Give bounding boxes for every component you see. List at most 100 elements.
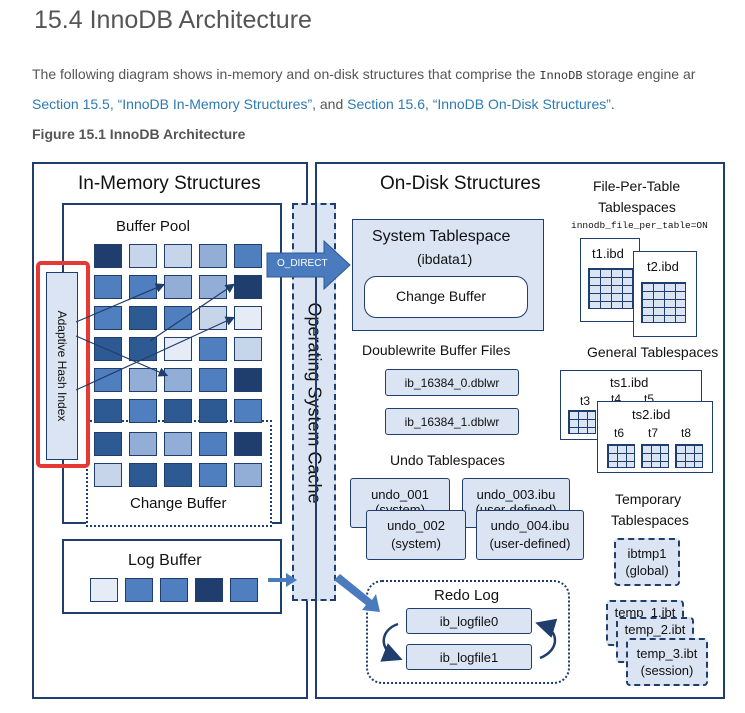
ts2-ibd-label: ts2.ibd [632, 407, 671, 422]
buffer-pool-page [234, 337, 262, 361]
on-disk-title: On-Disk Structures [380, 173, 541, 194]
temp-3-sub: (session) [640, 663, 694, 678]
temp-3-label: temp_3.ibt [636, 646, 698, 661]
buffer-pool-page [94, 432, 122, 456]
buffer-pool-page [199, 337, 227, 361]
buffer-pool-page [94, 306, 122, 330]
hash-pointer-arrow-3 [75, 316, 236, 391]
buffer-pool-page [164, 368, 192, 392]
hash-pointer-arrow-1 [75, 283, 166, 323]
os-cache-to-redo-arrow [334, 574, 380, 612]
file-per-table-title-2: Tablespaces [598, 199, 676, 215]
buffer-pool-page [164, 244, 192, 268]
adaptive-hash-index-highlight [36, 261, 90, 468]
buffer-pool-page [129, 432, 157, 456]
buffer-pool-page [164, 463, 192, 487]
ts1-t3-label: t3 [580, 394, 591, 408]
link-on-disk-structures[interactable]: Section 15.6, “InnoDB On-Disk Structures… [347, 96, 611, 112]
general-tablespaces-title: General Tablespaces [587, 344, 719, 360]
t3-table-icon [568, 410, 596, 434]
buffer-pool-page [94, 275, 122, 299]
temporary-tablespaces-title: Temporary [615, 491, 682, 507]
buffer-pool-page [164, 306, 192, 330]
ts1-t4-label: t4 [611, 392, 622, 406]
ibtmp1-file: ibtmp1 (global) [614, 538, 680, 586]
intro-text-cont: storage engine ar [582, 66, 696, 82]
link-in-memory-structures[interactable]: Section 15.5, “InnoDB In-Memory Structur… [32, 96, 313, 112]
t1-table-icon [588, 268, 633, 309]
buffer-pool-page [199, 244, 227, 268]
redo-log-title: Redo Log [434, 587, 500, 604]
log-buffer-block [125, 578, 153, 602]
ibtmp1-label: ibtmp1 [627, 546, 667, 561]
buffer-pool-page [199, 432, 227, 456]
undo-002: undo_002 (system) [366, 510, 466, 560]
log-buffer-block [90, 578, 118, 602]
buffer-pool-page [164, 432, 192, 456]
buffer-pool-page [234, 463, 262, 487]
redo-logfile-0: ib_logfile0 [406, 608, 532, 634]
ts2-t6-label: t6 [614, 426, 625, 440]
log-buffer-block [160, 578, 188, 602]
buffer-pool-page [94, 244, 122, 268]
buffer-pool-page [234, 275, 262, 299]
buffer-pool-page [129, 463, 157, 487]
o-direct-label: O_DIRECT [277, 258, 328, 269]
buffer-pool-page [164, 275, 192, 299]
buffer-pool-page [94, 337, 122, 361]
log-buffer-flush-arrow [268, 573, 297, 587]
buffer-pool-page [94, 463, 122, 487]
temp-3-file: temp_3.ibt (session) [626, 638, 708, 686]
o-direct-arrow [266, 239, 351, 291]
log-buffer-block [195, 578, 223, 602]
hash-pointer-arrow-2 [75, 335, 169, 377]
redo-cycle-arrow-right [535, 618, 558, 660]
ts1-ibd-label: ts1.ibd [610, 375, 649, 390]
buffer-pool-page [199, 306, 227, 330]
buffer-pool-page [129, 306, 157, 330]
file-per-table-setting: innodb_file_per_table=ON [571, 220, 708, 231]
dblwr-file-1: ib_16384_1.dblwr [385, 408, 519, 435]
undo-002-sub: (system) [391, 536, 441, 551]
t2-ibd-label: t2.ibd [647, 259, 679, 274]
intro-end: . [610, 96, 615, 112]
undo-004-label: undo_004.ibu [490, 518, 570, 533]
buffer-pool-page [94, 399, 122, 423]
ibtmp1-sub: (global) [625, 563, 669, 578]
log-buffer-label: Log Buffer [128, 552, 202, 569]
buffer-pool-page [199, 368, 227, 392]
temporary-tablespaces-title-2: Tablespaces [611, 512, 689, 528]
system-tablespace-label: System Tablespace [372, 228, 511, 245]
innodb-code: InnoDB [539, 69, 583, 83]
ts1-t5-label: t5 [644, 392, 655, 406]
buffer-pool-page [129, 368, 157, 392]
figure-caption: Figure 15.1 InnoDB Architecture [32, 126, 246, 142]
buffer-pool-page [199, 399, 227, 423]
temp-1-label: temp_1.ibt [614, 605, 676, 620]
in-memory-change-buffer-label: Change Buffer [130, 495, 227, 512]
adaptive-hash-index-box [46, 272, 78, 460]
in-memory-title: In-Memory Structures [78, 173, 261, 194]
buffer-pool-page [234, 368, 262, 392]
buffer-pool-label: Buffer Pool [116, 218, 190, 235]
on-disk-structures-panel [315, 162, 725, 699]
ts2-t7-label: t7 [648, 426, 659, 440]
page-title: 15.4 InnoDB Architecture [34, 6, 312, 34]
buffer-pool-page [234, 399, 262, 423]
t7-table-icon [641, 444, 669, 468]
dblwr-file-0: ib_16384_0.dblwr [385, 369, 519, 396]
undo-003-label: undo_003.ibu [476, 487, 556, 502]
redo-cycle-arrow-left [380, 622, 403, 662]
intro-paragraph: The following diagram shows in-memory an… [32, 60, 745, 118]
intro-mid: , and [312, 96, 348, 112]
undo-tablespaces-title: Undo Tablespaces [390, 452, 505, 468]
buffer-pool-page [199, 463, 227, 487]
buffer-pool-page [129, 399, 157, 423]
intro-text: The following diagram shows in-memory an… [32, 66, 540, 82]
buffer-pool-page [129, 244, 157, 268]
undo-004: undo_004.ibu (user-defined) [476, 510, 584, 560]
buffer-pool-page [129, 337, 157, 361]
doublewrite-title: Doublewrite Buffer Files [362, 342, 511, 358]
buffer-pool-page [129, 275, 157, 299]
